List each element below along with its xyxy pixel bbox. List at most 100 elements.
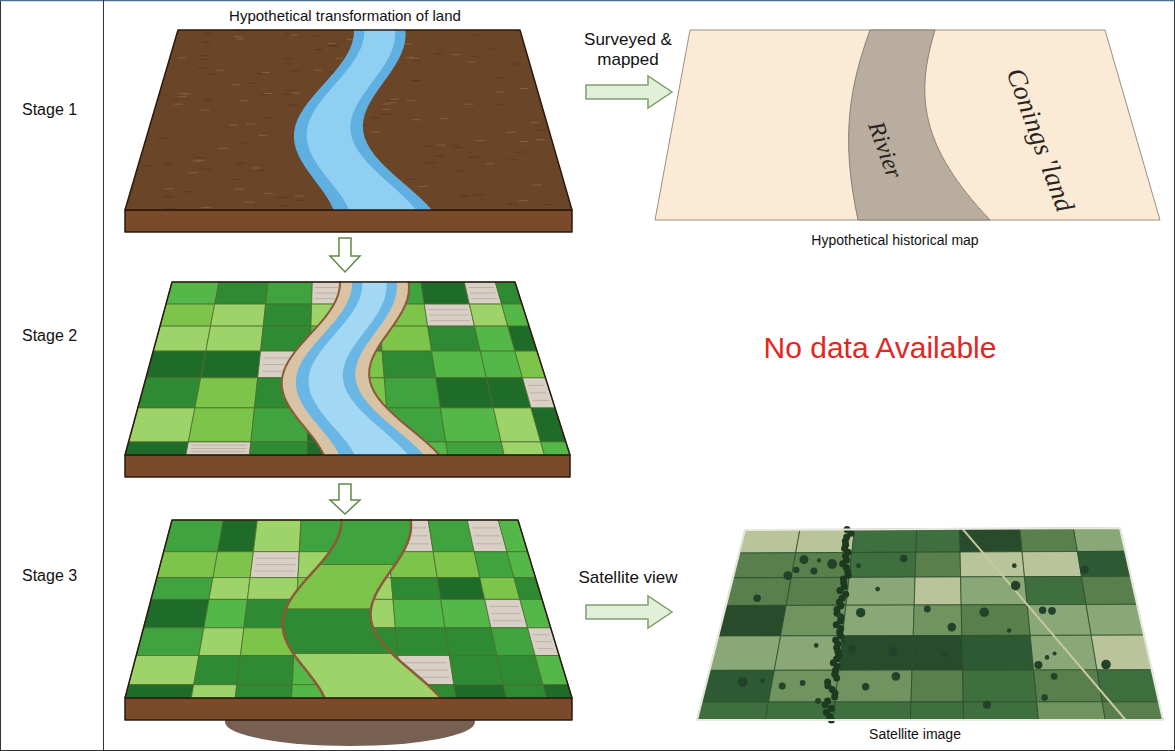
soil-texture xyxy=(435,155,443,156)
caption: Hypothetical historical map xyxy=(811,232,978,248)
field xyxy=(446,442,504,455)
farm-land xyxy=(125,520,572,698)
plough-line xyxy=(533,400,549,401)
soil-texture xyxy=(495,77,502,78)
soil-texture xyxy=(477,140,485,141)
soil-texture xyxy=(208,73,215,74)
column-divider xyxy=(103,0,104,751)
field xyxy=(786,577,849,605)
tree-clump xyxy=(1007,628,1012,633)
field xyxy=(209,578,250,600)
soil-texture xyxy=(486,163,494,164)
field xyxy=(835,670,912,702)
field xyxy=(514,578,542,600)
field xyxy=(235,685,292,698)
photo-border xyxy=(697,528,1163,720)
field xyxy=(146,351,206,378)
tree-clump xyxy=(856,608,865,617)
field xyxy=(201,351,261,378)
soil-texture xyxy=(285,33,292,34)
soil-texture xyxy=(200,59,207,60)
soil-texture xyxy=(383,114,391,115)
soil-texture xyxy=(508,204,517,205)
field xyxy=(138,378,201,408)
tree-clump xyxy=(1012,563,1017,568)
plough-line xyxy=(255,571,295,572)
soil-texture xyxy=(388,102,396,103)
field xyxy=(1022,552,1081,577)
tree-clump xyxy=(1041,694,1047,700)
field xyxy=(157,552,218,578)
tree-clump xyxy=(814,643,819,648)
tree-clump xyxy=(1048,607,1056,615)
field xyxy=(469,304,507,326)
soil-texture xyxy=(418,186,427,187)
field xyxy=(449,656,503,685)
field xyxy=(1025,577,1087,605)
soil-texture xyxy=(460,196,469,197)
soil-texture xyxy=(262,117,270,118)
field xyxy=(393,599,445,627)
soil-texture xyxy=(219,148,227,149)
soil-texture xyxy=(291,35,298,36)
soil-texture xyxy=(328,45,335,46)
field xyxy=(541,442,570,455)
field xyxy=(852,529,917,552)
river xyxy=(294,30,432,210)
river-bank xyxy=(282,282,440,455)
soil-texture xyxy=(520,141,528,142)
tree-clump xyxy=(892,672,901,681)
field xyxy=(963,702,1038,720)
field xyxy=(1086,604,1144,635)
soil-texture xyxy=(336,58,343,59)
soil-texture xyxy=(387,101,395,102)
field xyxy=(726,578,791,606)
field xyxy=(186,442,251,455)
block-side xyxy=(125,455,570,477)
soil-texture xyxy=(315,49,322,50)
soil-texture xyxy=(453,54,460,55)
soil-texture xyxy=(437,145,445,146)
field xyxy=(962,635,1034,670)
field xyxy=(913,605,962,636)
river-highlight xyxy=(307,30,417,210)
map-sheet xyxy=(655,30,1160,220)
field xyxy=(961,577,1028,605)
plough-line xyxy=(256,564,295,565)
arrow-label: Satellite view xyxy=(578,568,677,588)
satellite-image: Satellite image xyxy=(690,522,1170,722)
field xyxy=(833,702,911,720)
stage-2-land xyxy=(125,282,570,477)
soil-texture xyxy=(470,35,477,36)
field xyxy=(250,552,299,578)
soil-texture xyxy=(239,143,247,144)
soil-texture xyxy=(175,104,183,105)
soil-texture xyxy=(240,100,248,101)
tree xyxy=(836,587,843,594)
tree-clump xyxy=(848,645,856,653)
field xyxy=(912,636,963,671)
plough-line xyxy=(316,287,343,288)
soil-texture xyxy=(295,196,304,197)
soil-texture xyxy=(171,100,179,101)
field xyxy=(166,282,219,304)
tree-clump xyxy=(924,606,931,613)
soil-texture xyxy=(203,42,210,43)
field xyxy=(129,656,199,685)
field xyxy=(263,304,311,326)
field xyxy=(480,578,520,600)
plough-line xyxy=(536,641,551,642)
soil-texture xyxy=(142,166,150,167)
soil-texture xyxy=(202,207,211,208)
soil-texture xyxy=(165,208,174,209)
plough-line xyxy=(256,558,295,559)
soil-texture xyxy=(508,159,516,160)
field xyxy=(914,577,961,605)
field xyxy=(215,282,268,304)
soil-texture xyxy=(277,197,286,198)
arrow-label: Surveyed & mapped xyxy=(573,30,683,71)
field xyxy=(218,520,258,552)
field xyxy=(250,442,308,455)
plough-line xyxy=(473,527,498,528)
soil-texture xyxy=(519,200,528,201)
